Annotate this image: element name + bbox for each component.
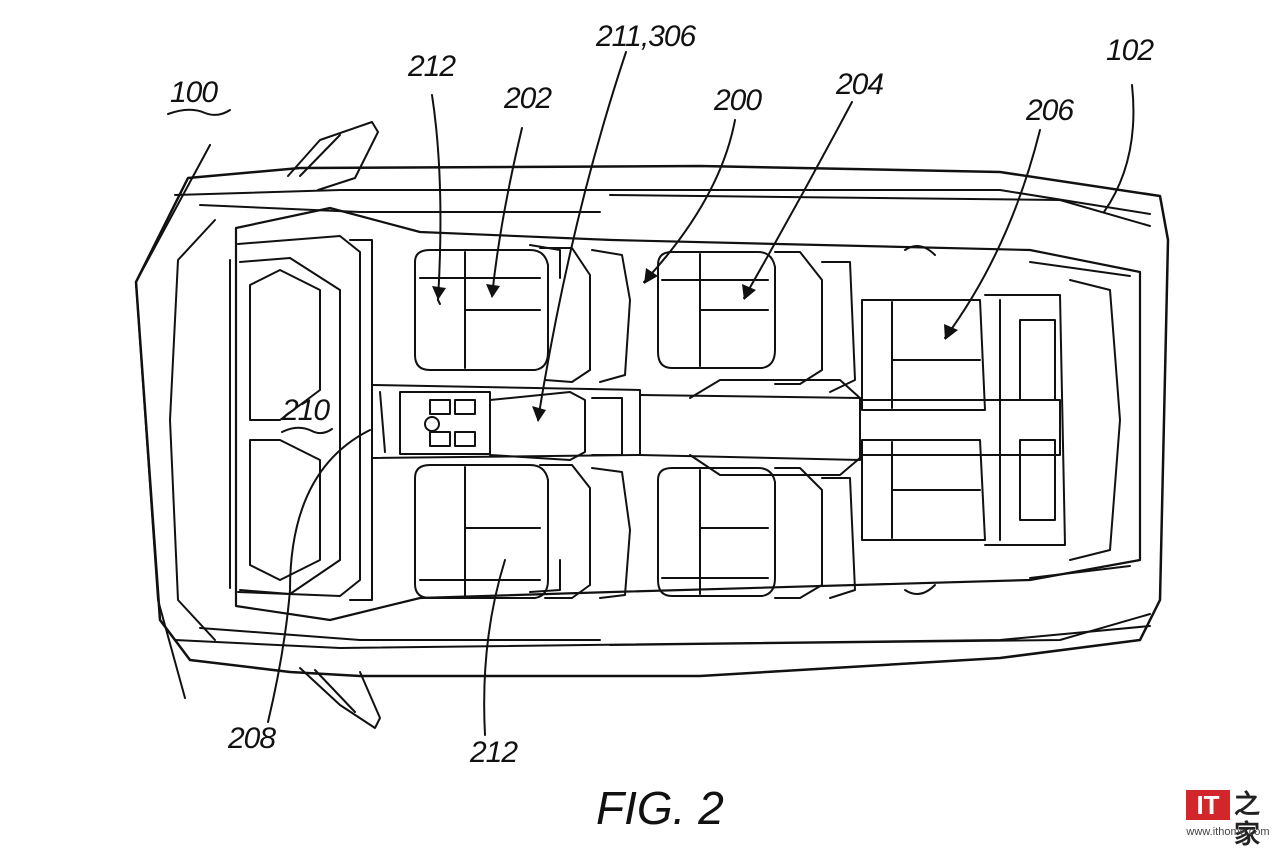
vehicle-body-outline — [134, 144, 1170, 699]
watermark-glyph: 之家 — [1234, 790, 1261, 850]
leader-202 — [491, 127, 523, 297]
leader-212-lower — [483, 559, 506, 736]
label-body: 102 — [1106, 34, 1154, 67]
leader-lines — [209, 51, 1135, 736]
rear-seat-lower — [657, 467, 856, 599]
leader-206 — [944, 129, 1041, 339]
label-console: 211,306 — [595, 20, 697, 53]
label-third-row: 206 — [1025, 94, 1074, 127]
front-seat-upper — [414, 247, 591, 383]
label-seat-lower: 212 — [469, 736, 518, 769]
side-mirror-bottom — [299, 667, 381, 729]
watermark: IT 之家 www.ithome.com — [1180, 790, 1276, 850]
label-front-area: 210 — [281, 394, 330, 427]
vehicle-front-section — [169, 206, 1142, 641]
leader-211-306 — [537, 51, 627, 421]
leader-204 — [743, 101, 853, 299]
leader-200 — [643, 119, 736, 283]
leader-102 — [1103, 84, 1135, 213]
front-seat-lower — [414, 464, 591, 599]
rear-seat-upper — [657, 251, 856, 393]
figure-caption: FIG. 2 — [596, 782, 724, 834]
label-front-seat: 202 — [503, 82, 552, 115]
leader-208 — [267, 429, 371, 723]
label-cabin: 200 — [713, 84, 762, 117]
underline-210 — [281, 426, 333, 435]
label-seat-upper: 212 — [407, 50, 456, 83]
label-vehicle: 100 — [170, 76, 218, 109]
label-dash: 208 — [227, 722, 276, 755]
leader-212-upper — [431, 94, 442, 301]
leader-arrowheads — [432, 268, 958, 422]
watermark-url: www.ithome.com — [1186, 826, 1270, 838]
watermark-logo: IT — [1186, 790, 1230, 820]
cabin-floor — [371, 379, 1061, 476]
third-row-seats — [861, 245, 1131, 595]
seat-back-supports — [529, 244, 631, 599]
label-rear-seat: 204 — [835, 68, 883, 101]
center-console — [399, 391, 623, 461]
underline-100 — [167, 108, 231, 116]
side-mirror-top — [287, 121, 379, 191]
